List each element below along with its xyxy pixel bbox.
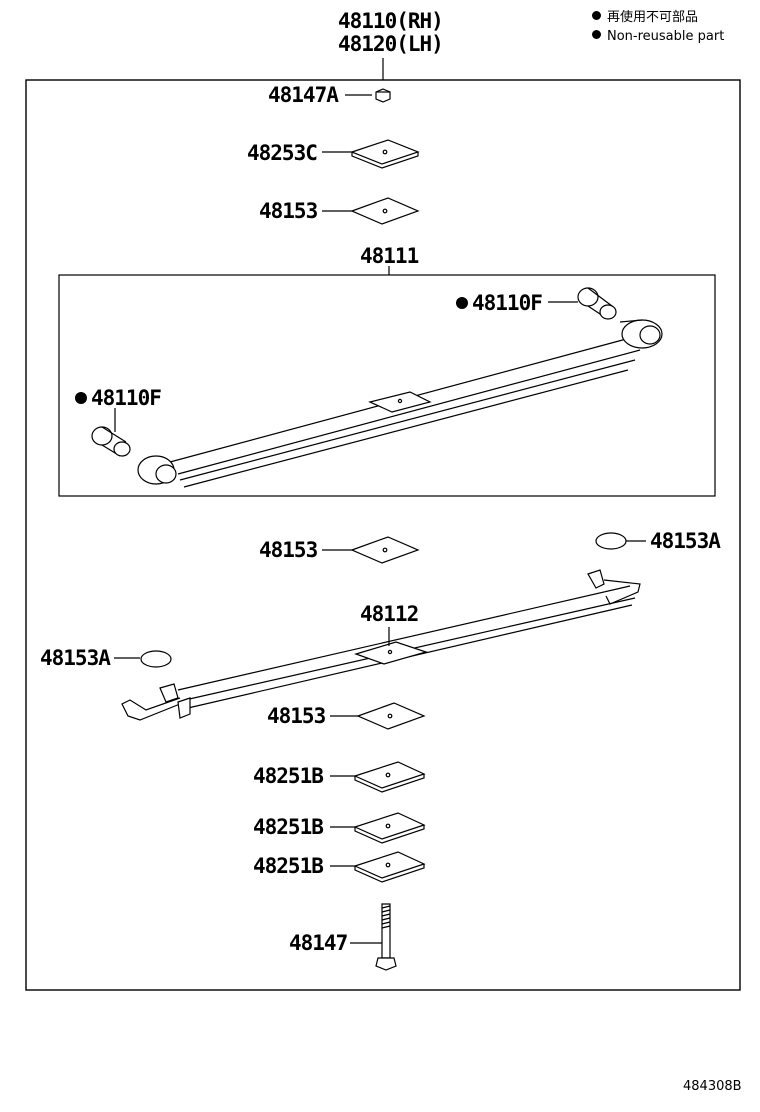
- label-spring-assy: 48111: [360, 244, 419, 268]
- pad-upper-top-shape: [322, 197, 420, 225]
- legend-en: Non-reusable part: [592, 30, 724, 43]
- plate-3-shape: [330, 851, 426, 883]
- pad-right-round-shape: [595, 532, 646, 550]
- label-bush-left: 48110F: [75, 386, 162, 410]
- label-pad-upper-top: 48153: [259, 199, 318, 223]
- label-bush-right-text: 48110F: [472, 291, 543, 315]
- inner-frame: [58, 274, 716, 497]
- bolt-shape: [350, 903, 397, 971]
- plate-top-shape: [322, 139, 420, 169]
- label-bush-right: 48110F: [456, 291, 543, 315]
- label-bush-left-text: 48110F: [91, 386, 162, 410]
- label-bolt: 48147: [289, 931, 348, 955]
- spring-assy-shape: [91, 287, 663, 488]
- label-pad-right-round: 48153A: [650, 529, 721, 553]
- legend-en-text: Non-reusable part: [607, 29, 725, 44]
- plate-2-shape: [330, 812, 426, 844]
- label-plate-1: 48251B: [253, 764, 324, 788]
- label-plate-2: 48251B: [253, 815, 324, 839]
- pad-left-round-shape: [114, 650, 172, 668]
- non-reusable-dot-icon: [592, 11, 601, 20]
- label-plate-top: 48253C: [247, 141, 318, 165]
- label-leaf: 48112: [360, 602, 419, 626]
- non-reusable-dot-icon: [456, 297, 468, 309]
- label-plate-3: 48251B: [253, 854, 324, 878]
- label-nut: 48147A: [268, 83, 339, 107]
- label-pad-lower: 48153: [267, 704, 326, 728]
- label-pad-upper-mid: 48153: [259, 538, 318, 562]
- leaf-shape: [121, 569, 641, 721]
- pad-lower-shape: [330, 702, 426, 730]
- plate-1-shape: [330, 761, 426, 793]
- header-line1: 48110(RH): [338, 9, 444, 33]
- pad-upper-mid-shape: [322, 536, 420, 564]
- legend-jp-text: 再使用不可部品: [607, 10, 699, 25]
- non-reusable-dot-icon: [75, 392, 87, 404]
- diagram-code: 484308B: [683, 1079, 742, 1094]
- non-reusable-dot-icon: [592, 30, 601, 39]
- header-line2: 48120(LH): [338, 32, 444, 56]
- legend-jp: 再使用不可部品: [592, 11, 698, 24]
- label-pad-left-round: 48153A: [40, 646, 111, 670]
- nut-shape: [345, 88, 391, 103]
